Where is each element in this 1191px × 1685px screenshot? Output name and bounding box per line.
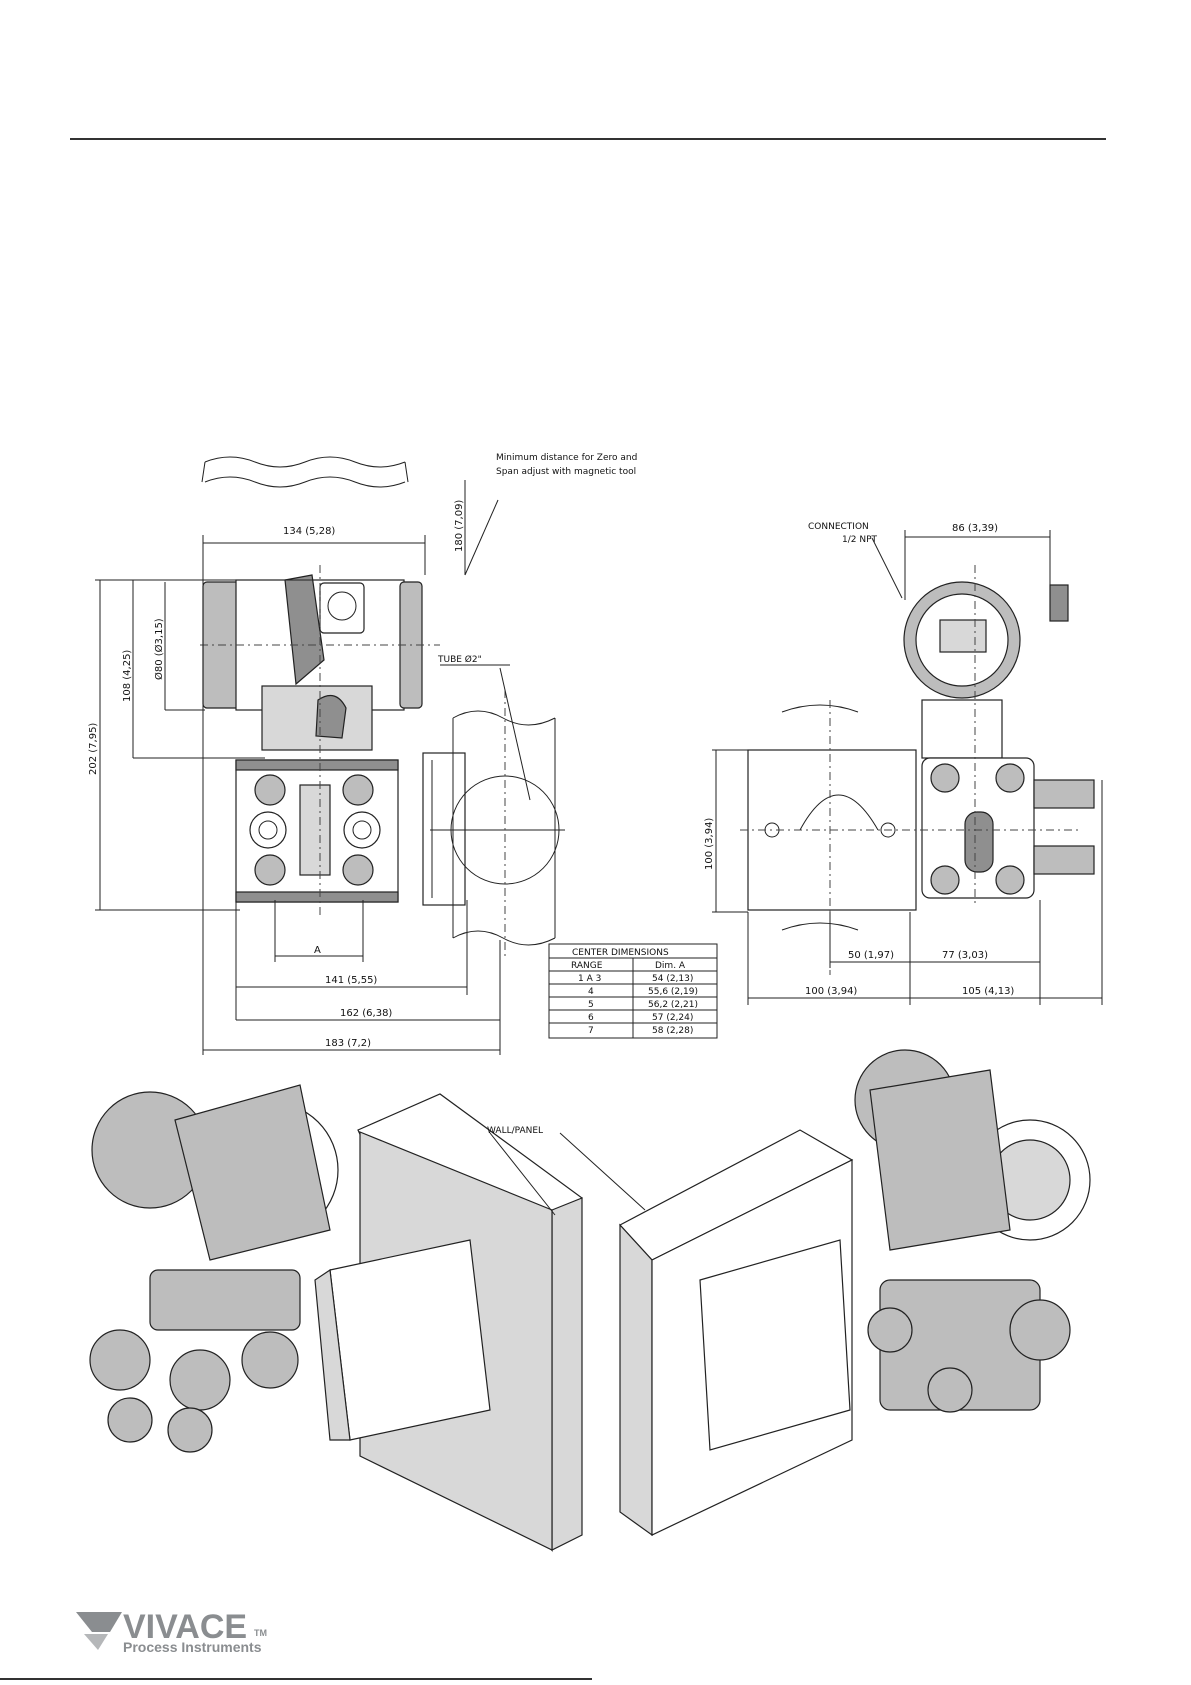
- dim-100-horizontal: 100 (3,94): [805, 986, 857, 997]
- table-cell: 5: [588, 1000, 594, 1010]
- dim-label-a: A: [314, 945, 321, 956]
- side-view-dimensions: [712, 530, 1103, 1005]
- footer-rule: [0, 1678, 592, 1680]
- dim-134: 134 (5,28): [283, 526, 335, 537]
- table-cell: 56,2 (2,21): [648, 1000, 698, 1010]
- table-cell: 58 (2,28): [652, 1026, 693, 1036]
- note-min-distance-line1: Minimum distance for Zero and: [496, 453, 637, 463]
- header-rule: [70, 138, 1106, 140]
- wall-mount-left-illustration: [89, 1084, 583, 1553]
- dim-180: 180 (7,09): [454, 500, 465, 552]
- logo-mark-lower-icon: [84, 1634, 108, 1650]
- front-view-dimensions: [95, 480, 531, 1055]
- logo-word: VIVACE: [123, 1608, 247, 1646]
- dim-86: 86 (3,39): [952, 523, 998, 534]
- wall-panel-label: WALL/PANEL: [487, 1126, 543, 1136]
- transmitter-front-view: [200, 456, 565, 960]
- dim-100-vertical: 100 (3,94): [704, 818, 715, 870]
- connection-label-line2: 1/2 NPT: [842, 535, 878, 545]
- logo-tm: TM: [254, 1628, 267, 1638]
- tube-label: TUBE Ø2": [437, 654, 482, 665]
- logo-subtitle: Process Instruments: [123, 1639, 262, 1655]
- dim-141: 141 (5,55): [325, 975, 377, 986]
- table-cell: 54 (2,13): [652, 974, 693, 984]
- dim-80: Ø80 (Ø3,15): [153, 618, 165, 680]
- dim-162: 162 (6,38): [340, 1008, 392, 1019]
- wall-mount-right-illustration: [619, 1049, 1091, 1537]
- connection-label-line1: CONNECTION: [808, 522, 869, 532]
- dim-202: 202 (7,95): [88, 723, 99, 775]
- dim-77: 77 (3,03): [942, 950, 988, 961]
- dim-50: 50 (1,97): [848, 950, 894, 961]
- dim-105: 105 (4,13): [962, 986, 1014, 997]
- table-cell: 55,6 (2,19): [648, 987, 698, 997]
- wall-leader-right: [559, 1132, 646, 1211]
- vivace-logo: VIVACE TM Process Instruments: [76, 1608, 267, 1655]
- table-cell: 57 (2,24): [652, 1013, 693, 1023]
- table-title: CENTER DIMENSIONS: [572, 948, 669, 958]
- dim-108: 108 (4,25): [122, 650, 133, 702]
- note-min-distance-line2: Span adjust with magnetic tool: [496, 467, 636, 477]
- transmitter-side-view: [740, 565, 1095, 975]
- wall-leader-left: [489, 1132, 556, 1216]
- dim-183: 183 (7,2): [325, 1038, 371, 1049]
- table-cell: 7: [588, 1026, 594, 1036]
- table-header-range: RANGE: [571, 961, 603, 971]
- table-cell: 6: [588, 1013, 594, 1023]
- center-dimensions-table: CENTER DIMENSIONS RANGE Dim. A 1 A 3 54 …: [548, 943, 718, 1039]
- table-cell: 4: [588, 987, 594, 997]
- table-cell: 1 A 3: [578, 974, 601, 984]
- table-header-dim-a: Dim. A: [655, 961, 686, 971]
- logo-mark-icon: [76, 1612, 122, 1632]
